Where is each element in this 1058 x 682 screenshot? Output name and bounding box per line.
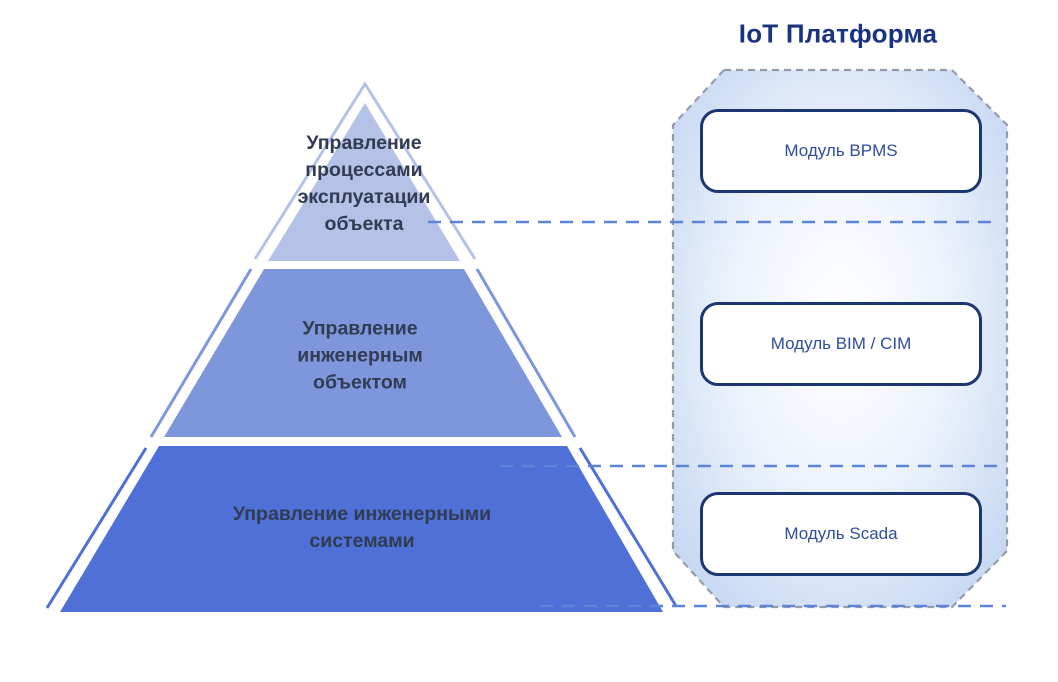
module-scada-label: Модуль Scada — [784, 524, 898, 543]
pyramid-level-3-shape — [60, 446, 663, 612]
module-scada-box: Модуль Scada — [700, 492, 982, 576]
pyramid-level-2-shape — [164, 269, 562, 437]
pyramid-level-1-shape — [268, 103, 460, 261]
module-bim-cim-box: Модуль BIM / CIM — [700, 302, 982, 386]
pyramid-level-1-outline — [253, 81, 477, 260]
pyramid-level-3-outline-left — [45, 447, 148, 609]
pyramid-level-2-outline-right — [475, 268, 577, 438]
module-bpms-box: Модуль BPMS — [700, 109, 982, 193]
iot-platform-title: IoT Платформа — [738, 18, 938, 49]
module-bpms-label: Модуль BPMS — [784, 141, 898, 160]
module-bim-cim-label: Модуль BIM / CIM — [770, 334, 912, 353]
pyramid-level-2-label: Управление инженерным объектом — [297, 317, 423, 394]
pyramid-level-1-label: Управление процессами эксплуатации объек… — [297, 132, 431, 235]
pyramid-level-2-outline-left — [149, 268, 253, 438]
pyramid-level-3-label: Управление инженерными системами — [232, 503, 492, 552]
pyramid-level-3-outline-right — [578, 447, 678, 607]
